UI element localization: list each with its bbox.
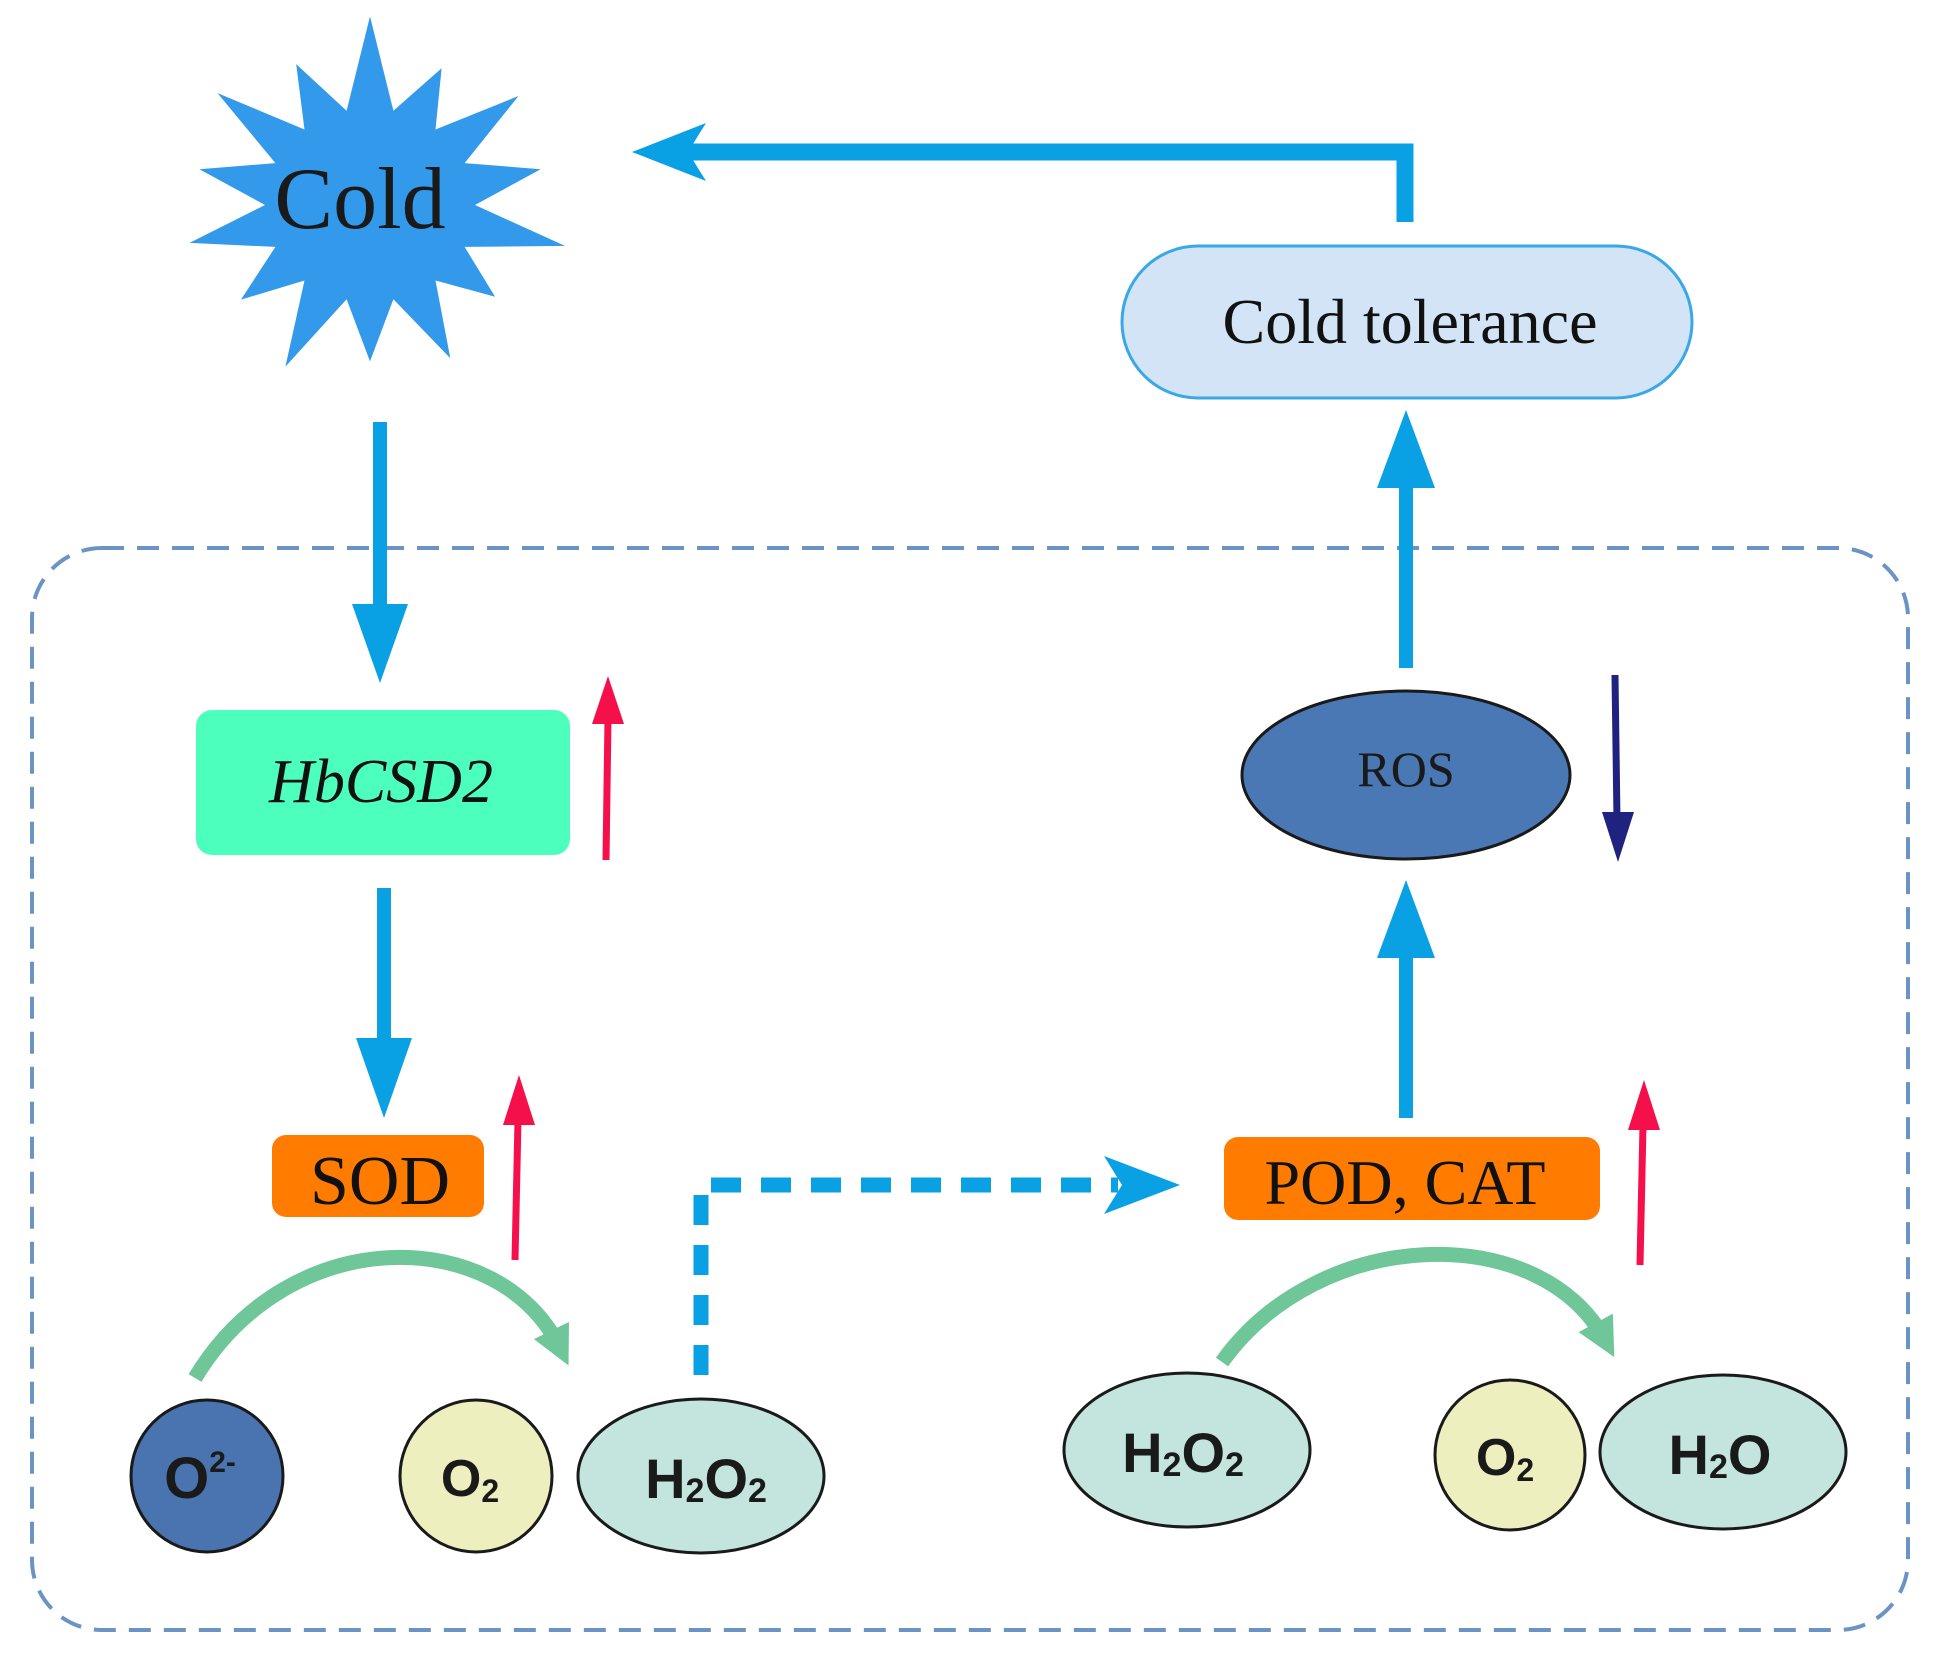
sod-label: SOD (310, 1143, 450, 1220)
svg-text:O2: O2 (1476, 1429, 1534, 1488)
ros-node: ROS (1240, 689, 1572, 861)
feedback-arrow (632, 123, 1414, 222)
gene-node: HbCSD2 (196, 710, 570, 855)
h2o2-left-o-sub: 2 (748, 1472, 767, 1510)
upregulated-arrow-pod-cat (1628, 1080, 1660, 1266)
h2o2-right-o: O (1181, 1421, 1225, 1484)
sod-node: SOD (272, 1135, 484, 1220)
oxygen-label-right: O (1476, 1429, 1516, 1487)
oxygen-label-left: O (441, 1450, 481, 1508)
hydrogen-peroxide-node-left: H2O2 (576, 1397, 826, 1555)
h2o2-right-o-sub: 2 (1225, 1446, 1244, 1484)
svg-text:H2O: H2O (1669, 1423, 1772, 1486)
cold-tolerance-node: Cold tolerance (1120, 244, 1694, 400)
superoxide-label: O (164, 1446, 209, 1511)
arrow-pod-to-ros (1377, 880, 1435, 1118)
h2o2-left-h-sub: 2 (686, 1472, 705, 1510)
h2o2-right-h: H (1122, 1421, 1162, 1484)
svg-text:H2O2: H2O2 (645, 1447, 767, 1510)
cold-tolerance-label: Cold tolerance (1223, 286, 1598, 357)
oxygen-subscript-right: 2 (1516, 1452, 1534, 1488)
cell-region-border (30, 546, 1910, 1632)
arrow-cold-to-gene (352, 422, 408, 683)
h2o2-right-h-sub: 2 (1163, 1446, 1182, 1484)
ros-label: ROS (1357, 741, 1454, 797)
svg-text:O2-: O2- (164, 1446, 236, 1511)
oxygen-node-left: O2 (398, 1398, 554, 1554)
dashed-arrow-h2o2-to-pod (693, 1156, 1180, 1375)
gene-label: HbCSD2 (268, 748, 493, 816)
reaction-arc-left (188, 1250, 569, 1382)
h2o-h: H (1669, 1423, 1709, 1486)
h2o-h-sub: 2 (1709, 1448, 1728, 1486)
hydrogen-peroxide-node-right: H2O2 (1062, 1371, 1312, 1529)
svg-text:H2O2: H2O2 (1122, 1421, 1244, 1484)
downregulated-arrow-ros (1602, 674, 1634, 862)
oxygen-node-right: O2 (1433, 1378, 1587, 1532)
upregulated-arrow-gene (592, 676, 624, 861)
svg-text:O2: O2 (441, 1450, 499, 1509)
cold-burst: Cold (189, 16, 565, 367)
h2o2-left-h: H (645, 1447, 685, 1510)
h2o2-left-o: O (704, 1447, 748, 1510)
upregulated-arrow-sod (503, 1075, 535, 1261)
superoxide-node: O2- (129, 1398, 285, 1554)
pod-cat-label: POD, CAT (1265, 1147, 1546, 1218)
h2o-o: O (1728, 1423, 1772, 1486)
superoxide-charge: 2- (209, 1446, 236, 1479)
pod-cat-node: POD, CAT (1224, 1137, 1600, 1220)
oxygen-subscript-left: 2 (481, 1473, 499, 1509)
arrow-gene-to-sod (356, 888, 412, 1118)
cold-label: Cold (274, 151, 445, 248)
water-node: H2O (1598, 1373, 1848, 1531)
reaction-arc-right (1215, 1246, 1615, 1367)
arrow-ros-to-tolerance (1377, 410, 1435, 668)
